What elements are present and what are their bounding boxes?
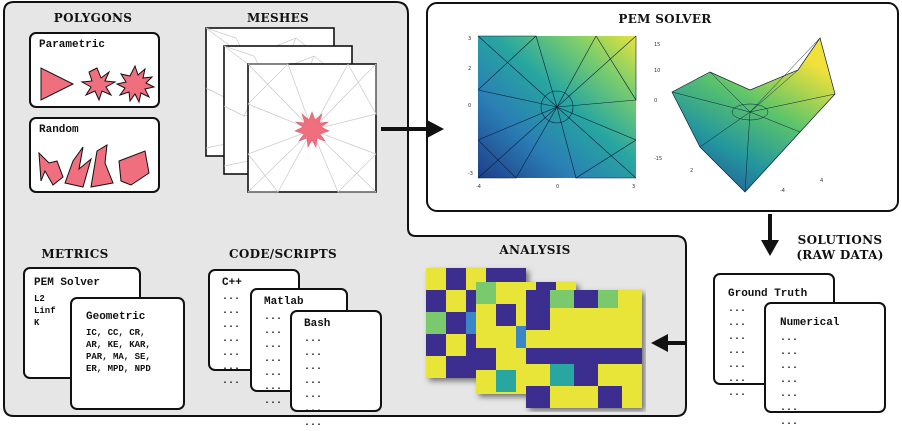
svg-text:0: 0 — [468, 103, 471, 109]
code-scripts-title: CODE/SCRIPTS — [229, 247, 337, 261]
random-label: Random — [39, 124, 79, 136]
matlab-label: Matlab — [264, 296, 304, 308]
solutions-label: SOLUTIONS (RAW DATA) — [778, 233, 902, 263]
svg-text:-3: -3 — [468, 171, 473, 177]
geometric-label: Geometric — [86, 311, 146, 323]
matlab-lines: ... ... ... ... ... ... ... — [264, 312, 283, 407]
numerical-values: ... ... ... ... ... ... ... — [780, 333, 799, 428]
polygons-title: POLYGONS — [53, 11, 133, 25]
svg-text:-4: -4 — [780, 188, 785, 194]
svg-text:4: 4 — [820, 178, 823, 184]
geometric-row: IC, CC, CR, — [86, 328, 146, 338]
metrics-title: METRICS — [41, 247, 109, 261]
mesh-stack — [205, 27, 377, 193]
random-polygons — [38, 144, 150, 188]
arrow-right-icon — [381, 120, 444, 138]
analysis-title: ANALYSIS — [499, 243, 571, 257]
solutions-line2: (RAW DATA) — [796, 248, 884, 262]
numerical-card: Numerical ... ... ... ... ... ... ... — [764, 302, 886, 428]
svg-text:2: 2 — [468, 66, 471, 72]
geometric-row: AR, KE, KAR, — [86, 340, 151, 350]
metric-l2: L2 — [34, 294, 45, 304]
solution-2d-plot: 3 2 0 -3 -4 0 3 — [468, 35, 637, 190]
analysis-heatmaps — [426, 268, 642, 408]
solution-3d-plot: 15 10 0 -15 2 -4 4 — [654, 37, 836, 194]
cpp-lines: ... ... ... ... ... ... ... — [222, 292, 241, 387]
parametric-card: Parametric — [29, 32, 160, 108]
ground-truth-values: ... ... ... ... ... ... ... — [728, 304, 747, 399]
svg-text:15: 15 — [654, 42, 660, 48]
metric-linf: Linf — [34, 306, 56, 316]
pem-metrics-label: PEM Solver — [34, 277, 101, 289]
solutions-line1: SOLUTIONS — [797, 233, 883, 247]
parametric-label: Parametric — [39, 39, 106, 51]
svg-text:0: 0 — [654, 98, 657, 104]
pem-solver-title: PEM SOLVER — [618, 12, 712, 26]
numerical-label: Numerical — [780, 317, 840, 329]
geometric-metrics-list: IC, CC, CR, AR, KE, KAR, PAR, MA, SE, ER… — [86, 327, 151, 375]
svg-text:3: 3 — [468, 36, 471, 42]
cpp-label: C++ — [222, 277, 242, 289]
meshes-title: MESHES — [246, 11, 310, 25]
bash-label: Bash — [304, 318, 331, 330]
pem-metrics-list: L2 Linf K — [34, 293, 56, 329]
ground-truth-label: Ground Truth — [728, 288, 808, 300]
parametric-polygons — [40, 64, 156, 104]
svg-text:0: 0 — [556, 184, 559, 190]
svg-text:3: 3 — [632, 184, 635, 190]
svg-text:10: 10 — [654, 68, 660, 74]
svg-text:-4: -4 — [476, 184, 481, 190]
svg-text:2: 2 — [690, 168, 693, 174]
bash-card: Bash ... ... ... ... ... ... ... — [290, 310, 382, 429]
bash-lines: ... ... ... ... ... ... ... — [304, 334, 323, 429]
geometric-row: ER, MPD, NPD — [86, 364, 151, 374]
geometric-row: PAR, MA, SE, — [86, 352, 151, 362]
metric-k: K — [34, 318, 40, 328]
random-card: Random — [29, 117, 160, 193]
svg-text:-15: -15 — [654, 156, 662, 162]
geometric-metrics-card: Geometric IC, CC, CR, AR, KE, KAR, PAR, … — [70, 297, 185, 410]
arrow-left-icon — [651, 334, 686, 352]
arrow-down-icon — [761, 214, 779, 256]
